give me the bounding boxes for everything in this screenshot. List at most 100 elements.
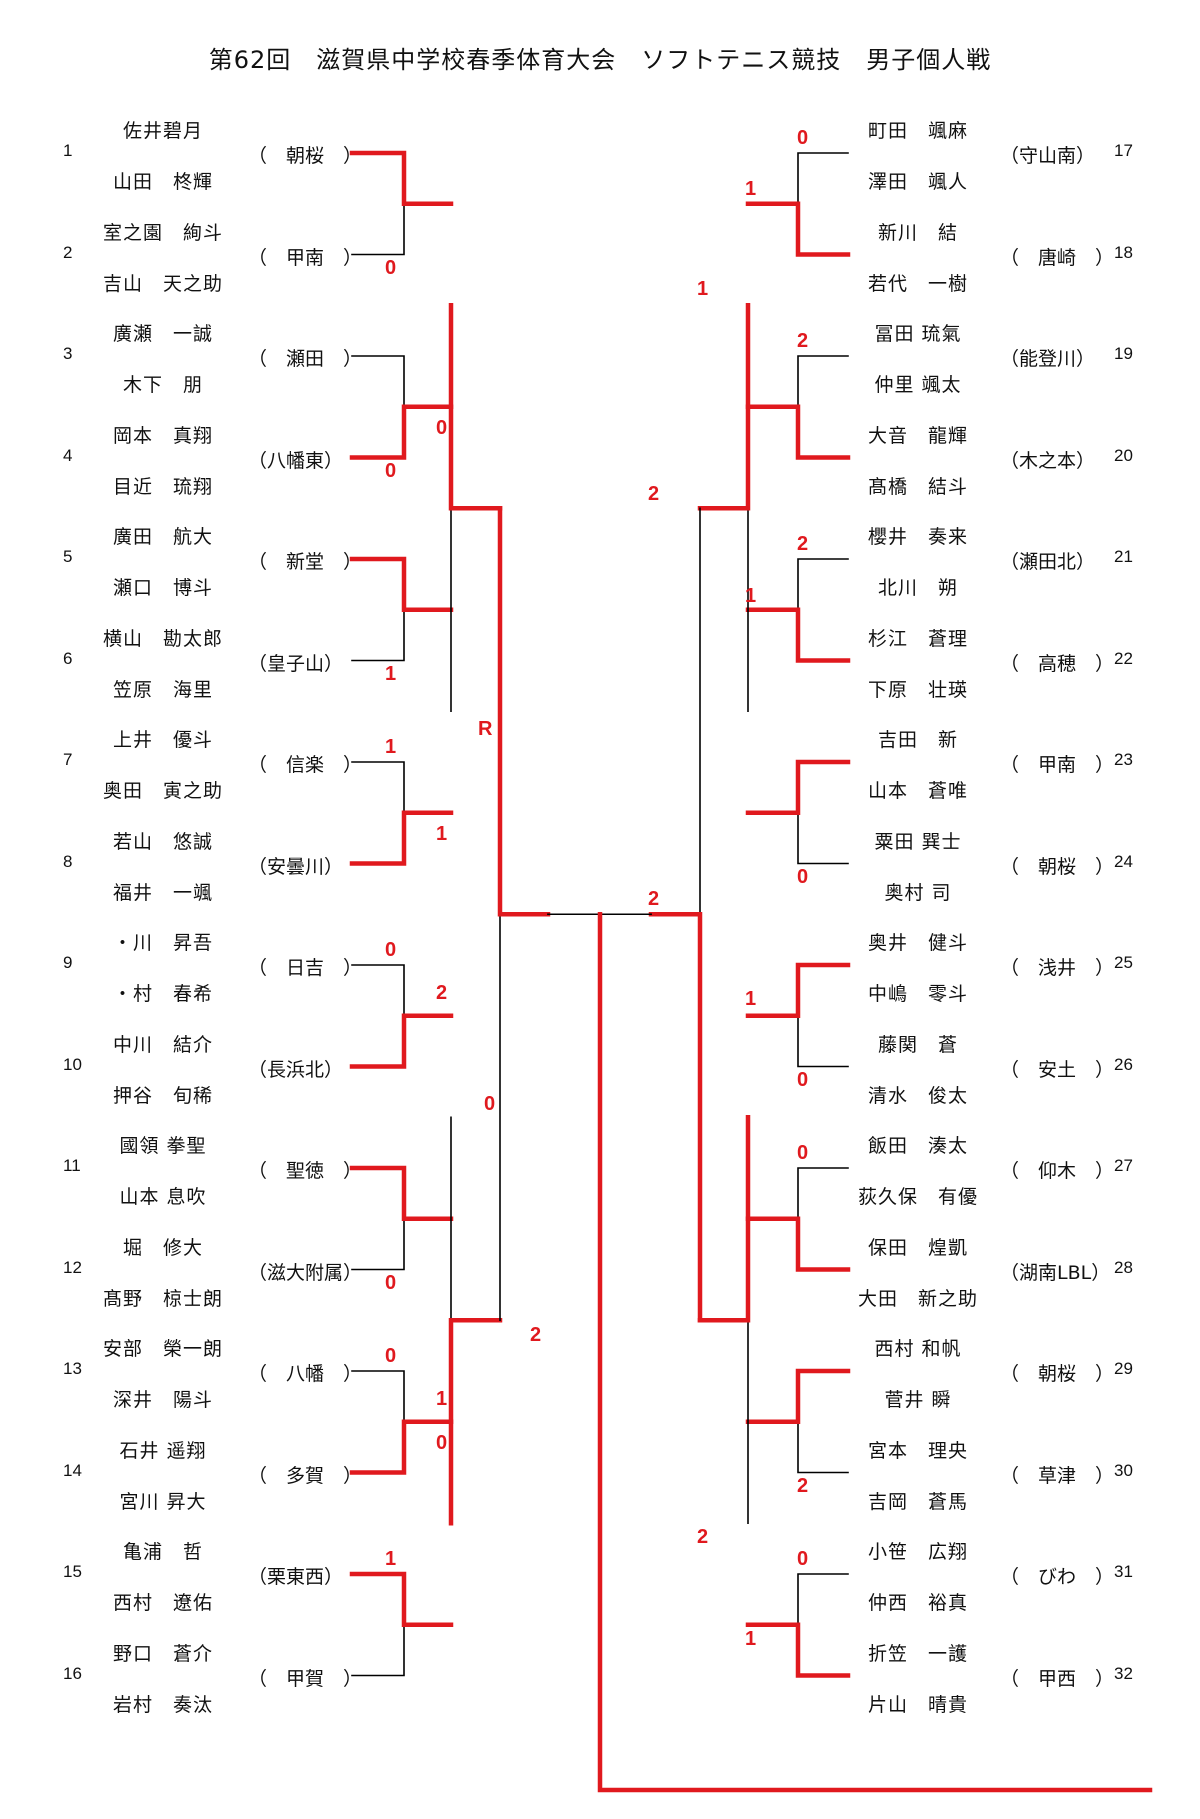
player-name: 奥村 司 [884, 881, 952, 904]
seed-number: 27 [1114, 1156, 1133, 1175]
bracket-winner-line [745, 607, 851, 663]
seed-number: 6 [63, 648, 73, 668]
school-name: （ 高穂 ） [1000, 652, 1115, 675]
bracket-winner-line [745, 1216, 851, 1272]
seed-number: 26 [1114, 1054, 1133, 1074]
seed-number: 17 [1114, 141, 1133, 160]
player-name: 廣田 航大 [112, 526, 213, 548]
player-name: 中嶋 零斗 [867, 983, 968, 1005]
bracket-line [797, 1573, 849, 1626]
school-name: （ 唐崎 ） [1000, 246, 1115, 269]
player-name: 宮川 昇大 [119, 1490, 207, 1513]
seed-number: 20 [1114, 445, 1133, 465]
bracket-winner-line [349, 1013, 454, 1069]
school-name: （ 日吉 ） [248, 957, 363, 979]
player-name: 吉岡 蒼馬 [867, 1490, 968, 1513]
bracket-winner-line [349, 1165, 454, 1221]
bracket-winner-line [349, 150, 454, 206]
seed-number: 23 [1114, 750, 1133, 769]
school-name: （ 甲西 ） [1000, 1667, 1115, 1690]
player-name: 山本 息吹 [119, 1186, 207, 1208]
match-score: 1 [745, 1628, 757, 1650]
seed-number: 21 [1114, 547, 1133, 566]
player-name: 下原 壮瑛 [867, 678, 968, 701]
seed-number: 8 [63, 851, 73, 871]
school-name: （ 多賀 ） [248, 1464, 363, 1487]
player-name: 福井 一颯 [112, 881, 213, 904]
school-name: （長浜北） [248, 1058, 344, 1081]
bracket-line [797, 355, 849, 408]
player-name: 髙野 椋士朗 [102, 1287, 223, 1310]
bracket-line [797, 558, 849, 611]
match-score: 1 [385, 1548, 397, 1570]
bracket-winner-line [349, 556, 454, 612]
seed-number: 29 [1114, 1359, 1133, 1378]
player-name: ・村 春希 [112, 983, 213, 1005]
bracket-line [351, 1623, 405, 1677]
bracket-line [351, 761, 405, 814]
school-name: （栗東西） [248, 1566, 344, 1588]
seed-number: 32 [1114, 1663, 1133, 1683]
player-name: 北川 朔 [877, 577, 958, 599]
player-name: 堀 修大 [122, 1236, 203, 1259]
seed-number: 11 [63, 1156, 81, 1175]
bracket-winner-line [697, 303, 751, 511]
player-name: 佐井碧月 [122, 120, 203, 142]
bracket-line [351, 608, 405, 662]
bracket-winner-line [745, 962, 851, 1018]
bracket-line [797, 1420, 849, 1474]
bracket-winner-line [349, 1419, 454, 1475]
player-name: 片山 晴貴 [867, 1693, 968, 1716]
player-name: 野口 蒼介 [112, 1642, 213, 1665]
player-name: 宮本 理央 [867, 1439, 968, 1462]
player-name: 飯田 湊太 [867, 1135, 968, 1157]
player-name: 菅井 瞬 [884, 1389, 952, 1411]
bracket-champion-line [597, 912, 1153, 1793]
player-name: 奥田 寅之助 [102, 780, 223, 802]
bracket-winner-line [349, 404, 454, 460]
player-name: 櫻井 奏来 [867, 526, 968, 548]
player-name: 折笠 一護 [867, 1642, 968, 1665]
player-name: 吉山 天之助 [102, 272, 223, 295]
seed-number: 9 [63, 953, 73, 972]
player-name: 清水 俊太 [867, 1084, 968, 1107]
page-title: 第62回 滋賀県中学校春季体育大会 ソフトテニス競技 男子個人戦 [208, 46, 992, 74]
seed-number: 5 [63, 547, 73, 566]
player-name: 大音 龍輝 [867, 424, 968, 447]
match-score: 0 [436, 1431, 448, 1454]
seed-number: 25 [1114, 953, 1133, 972]
school-name: （守山南） [1000, 145, 1096, 167]
player-name: 石井 遥翔 [119, 1439, 207, 1462]
player-name: 山田 柊輝 [112, 171, 213, 193]
player-name: 笠原 海里 [112, 678, 213, 701]
bracket-winner-line [648, 912, 703, 1323]
player-name: 西村 和帆 [874, 1338, 962, 1360]
school-name: （ 信楽 ） [248, 754, 363, 776]
school-name: （ 朝桜 ） [248, 145, 363, 167]
seed-number: 2 [63, 242, 73, 262]
bracket-line [797, 1014, 849, 1068]
player-name: 髙橋 結斗 [867, 475, 968, 498]
bracket-winner-line [349, 810, 454, 866]
school-name: （ 浅井 ） [1000, 957, 1115, 979]
school-name: （安曇川） [248, 855, 344, 878]
match-score: 0 [797, 865, 809, 888]
school-name: （湖南LBL） [1000, 1261, 1111, 1284]
seed-number: 10 [63, 1054, 82, 1074]
bracket-winner-line [349, 1571, 454, 1627]
seed-number: 18 [1114, 242, 1133, 262]
bracket-line [797, 1167, 849, 1220]
seed-number: 12 [63, 1257, 82, 1277]
player-name: ・川 昇吾 [112, 932, 213, 954]
school-name: （ 甲南 ） [248, 246, 363, 269]
seed-number: 24 [1114, 851, 1133, 871]
player-name: 大田 新之助 [857, 1287, 978, 1310]
school-name: （八幡東） [248, 449, 344, 472]
match-score: 0 [385, 459, 397, 482]
player-name: 荻久保 有優 [857, 1186, 978, 1208]
player-name: 安部 榮一朗 [102, 1338, 223, 1360]
player-name: 仲西 裕真 [867, 1592, 968, 1614]
match-score: 1 [385, 662, 397, 685]
player-name: 目近 琉翔 [112, 475, 213, 498]
